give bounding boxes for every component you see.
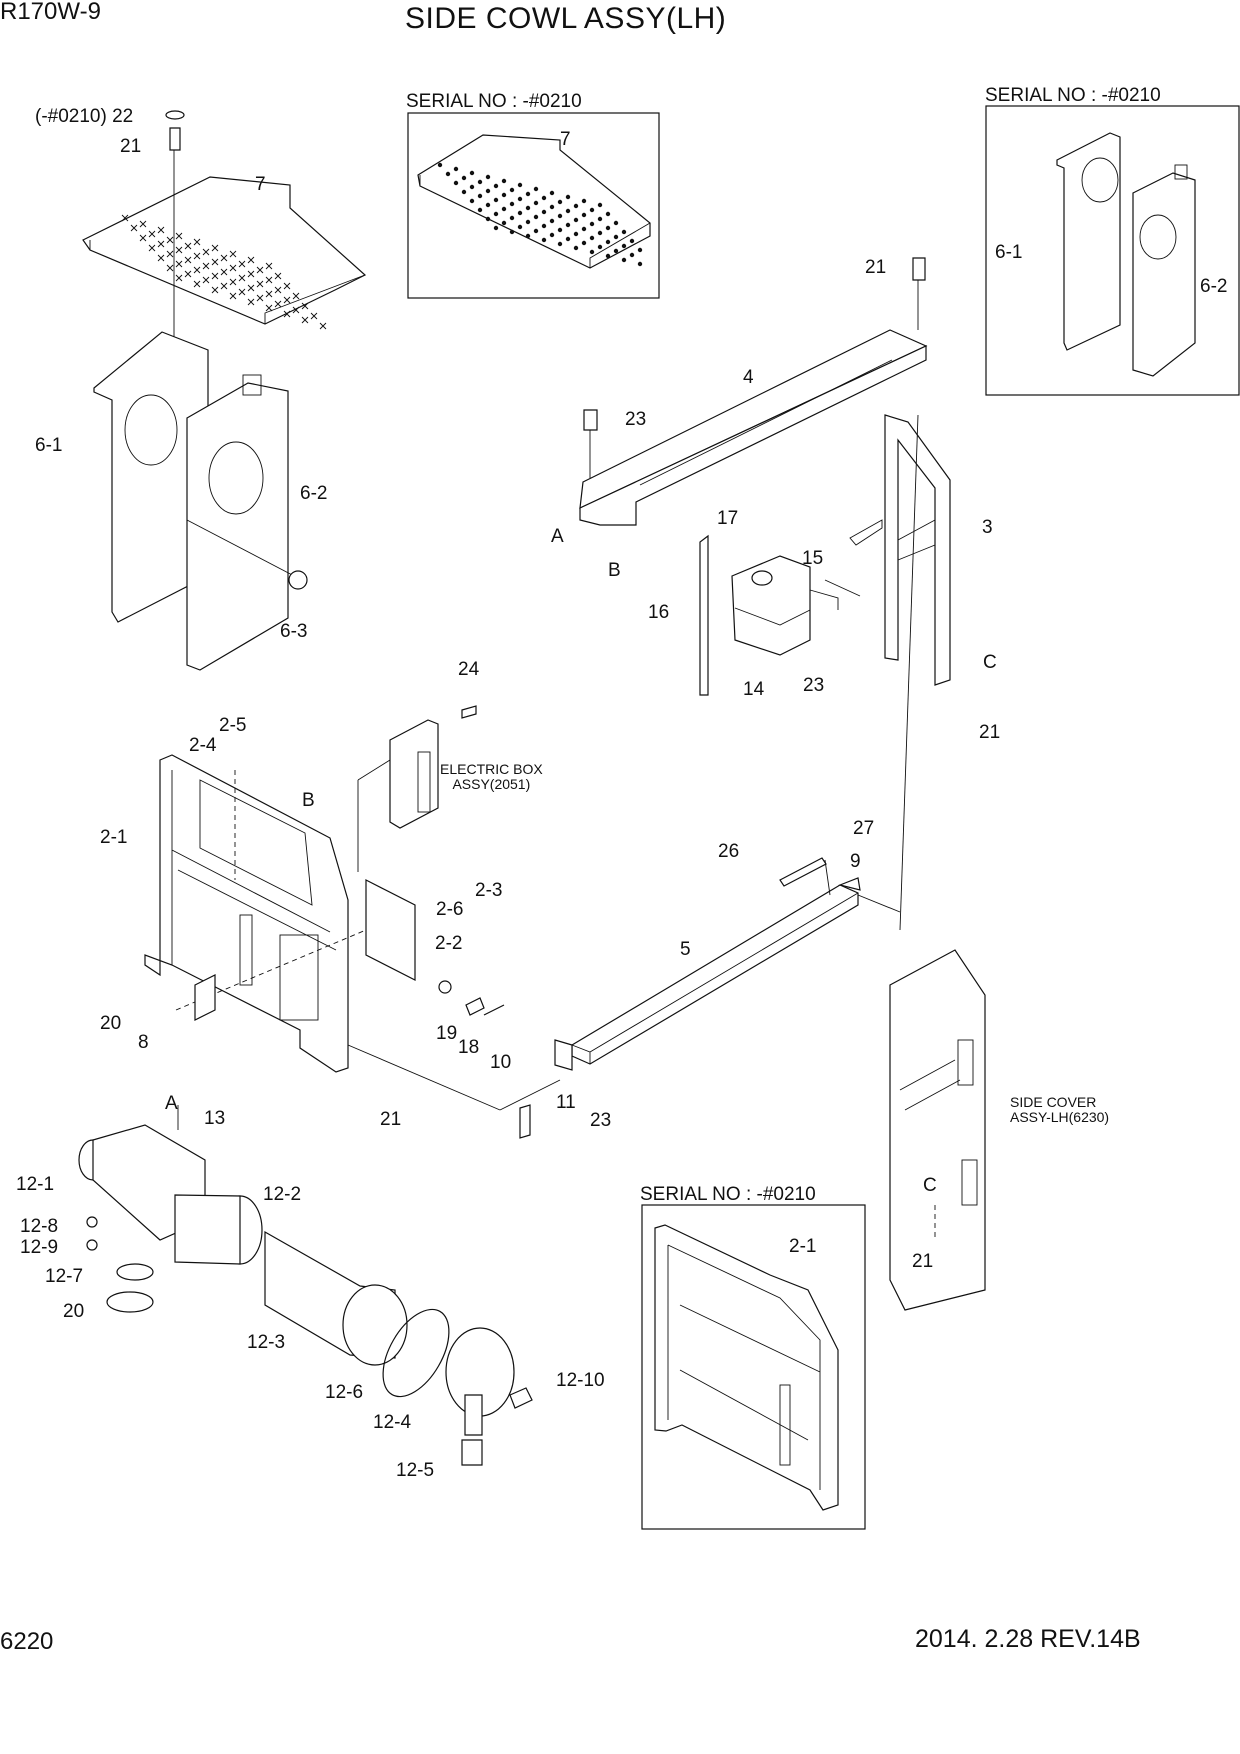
callout-26: 26 [718,841,740,862]
callout-12-7: 12-7 [45,1266,84,1287]
perforation-pattern [121,162,643,330]
callout-23-mid: 23 [803,675,825,696]
callout-21-cover: 21 [912,1251,934,1272]
model-number: R170W-9 [0,0,101,25]
air-cleaner-12 [78,1124,533,1466]
side-cover-note: SIDE COVER ASSY-LH(6230) [1010,1095,1109,1125]
callout-20-bot: 20 [63,1301,85,1322]
callout-2-2: 2-2 [435,933,463,954]
callout-12-6: 12-6 [325,1382,364,1403]
side-cover-6230 [889,949,986,1311]
callout-16: 16 [648,602,670,623]
callout-23-top: 23 [625,409,647,430]
callout-10: 10 [490,1052,512,1073]
electric-box-note-line1: ELECTRIC BOX [440,761,543,777]
frame-3 [849,414,951,686]
bracket-8 [194,974,216,1021]
frame-serial-label: SERIAL NO : -#0210 [640,1184,816,1205]
page-number: 6220 [0,1628,54,1655]
callout-12-2: 12-2 [263,1184,302,1205]
callout-C-right: C [983,652,997,673]
panel-2-1 [144,754,349,1073]
callout-6-3: 6-3 [280,621,308,642]
side-cover-note-line2: ASSY-LH(6230) [1010,1109,1110,1125]
mesh-cover-serial-label: SERIAL NO : -#0210 [406,91,582,112]
bolt-23-top [583,409,598,431]
callout-2-5: 2-5 [219,715,247,736]
callout-12-10: 12-10 [556,1370,605,1391]
side-plates-inset [1056,132,1196,377]
callout-13: 13 [204,1108,226,1129]
callout-12-5: 12-5 [396,1460,435,1481]
bolt-24 [461,705,477,719]
callout-6-2: 6-2 [300,483,328,504]
bolt-21-top [165,110,185,151]
callout-6-2-box: 6-2 [1200,276,1228,297]
electric-box-note: ELECTRIC BOX ASSY(2051) [440,762,543,792]
callout-2-4: 2-4 [189,735,217,756]
callout-A-bot: A [165,1093,178,1114]
callout-14: 14 [743,679,765,700]
bar-5 [554,877,861,1071]
callout-12-8: 12-8 [20,1216,59,1237]
callout-8: 8 [138,1032,149,1053]
callout-3: 3 [982,517,993,538]
callout-12-1: 12-1 [16,1174,55,1195]
callout-21-mid: 21 [380,1109,402,1130]
callout-2-3: 2-3 [475,880,503,901]
bolt-21-right [912,257,926,281]
electric-box-connector [389,719,439,829]
callout-5: 5 [680,939,691,960]
callout-12-4: 12-4 [373,1412,412,1433]
callout-19: 19 [436,1023,458,1044]
callout-11: 11 [556,1092,576,1113]
side-plate-6-2 [186,374,289,671]
frame-inset [654,1224,839,1511]
mesh-cover-inset [417,134,651,269]
callout-2-6: 2-6 [436,899,464,920]
callout-B-top: B [608,560,621,581]
callout-4: 4 [743,367,754,388]
callout-22: (-#0210) 22 [35,106,134,127]
link-9 [779,857,827,887]
callout-A-top: A [551,526,564,547]
callout-21-top: 21 [120,136,142,157]
frame-serial-box [641,1204,866,1530]
bracket-11 [519,1104,531,1139]
side-plates-serial-label: SERIAL NO : -#0210 [985,85,1161,106]
side-plates-serial-box [985,105,1240,396]
callout-B-mid: B [302,790,315,811]
callout-12-9: 12-9 [20,1237,59,1258]
callout-9: 9 [850,851,861,872]
callout-17: 17 [717,508,739,529]
mesh-cover-serial-box [407,112,660,299]
callout-15: 15 [802,548,824,569]
electric-box-note-line2: ASSY(2051) [452,776,531,792]
callout-20-left: 20 [100,1013,122,1034]
callout-C-cover: C [923,1175,937,1196]
page-title: SIDE COWL ASSY(LH) [405,2,727,35]
side-cover-note-line1: SIDE COVER [1010,1094,1097,1110]
cover-plate-2-2 [365,879,416,981]
revision-date: 2014. 2.28 REV.14B [915,1625,1141,1653]
callout-2-1: 2-1 [100,827,128,848]
callout-18: 18 [458,1037,480,1058]
callout-12-3: 12-3 [247,1332,286,1353]
callout-27: 27 [853,818,875,839]
reservoir-tank-14 [731,555,811,656]
callout-23-bot: 23 [590,1110,612,1131]
mesh-cover-7 [82,176,367,325]
callout-21-right: 21 [865,257,887,278]
callout-24: 24 [458,659,480,680]
callout-6-1: 6-1 [35,435,63,456]
callout-6-1-box: 6-1 [995,242,1023,263]
callout-7: 7 [255,174,266,195]
rail-4 [579,329,928,526]
callout-7-box: 7 [560,129,571,150]
callout-2-1-box: 2-1 [789,1236,817,1257]
callout-21-c: 21 [979,722,1001,743]
